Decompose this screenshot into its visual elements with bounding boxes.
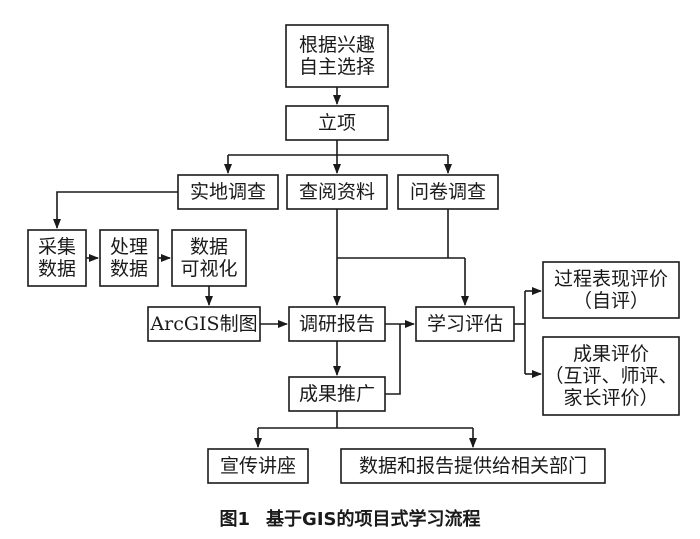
connectors — [53, 87, 542, 448]
nodes: 根据兴趣自主选择立项实地调查查阅资料问卷调查采集数据处理数据数据可视化ArcGI… — [27, 24, 680, 484]
node-box — [415, 306, 515, 342]
node-arcgis: ArcGIS制图 — [147, 306, 261, 342]
node-box — [147, 306, 261, 342]
node-share: 数据和报告提供给相关部门 — [340, 448, 606, 484]
node-label-line: 过程表现评价 — [554, 268, 668, 290]
node-label-line: 成果推广 — [299, 383, 375, 405]
node-label-line: 处理 — [110, 236, 148, 258]
node-label-line: 宣传讲座 — [220, 455, 296, 477]
node-box — [285, 24, 389, 88]
node-box — [171, 229, 247, 287]
node-procEval: 过程表现评价（自评） — [542, 261, 680, 319]
node-label-line: 数据 — [190, 236, 228, 258]
flowchart: 根据兴趣自主选择立项实地调查查阅资料问卷调查采集数据处理数据数据可视化ArcGI… — [27, 24, 680, 484]
node-box — [288, 376, 386, 412]
node-box — [288, 306, 386, 342]
node-lookup: 查阅资料 — [286, 174, 388, 210]
node-box — [397, 174, 499, 210]
node-survey: 问卷调查 — [397, 174, 499, 210]
node-label-line: 数据 — [38, 258, 76, 280]
node-label-line: 家长评价） — [563, 387, 658, 409]
node-label-line: 实地调查 — [190, 181, 266, 203]
node-label-line: 采集 — [38, 236, 76, 258]
node-label-line: 调研报告 — [299, 313, 375, 335]
node-box — [340, 448, 606, 484]
node-label-line: 自主选择 — [299, 56, 375, 78]
node-resultEval: 成果评价（互评、师评、家长评价） — [542, 336, 680, 416]
node-label-line: 查阅资料 — [299, 181, 375, 203]
node-box — [99, 229, 159, 287]
node-box — [177, 174, 279, 210]
arrow-connector — [53, 191, 178, 229]
node-label-line: 数据和报告提供给相关部门 — [359, 455, 587, 477]
node-field: 实地调查 — [177, 174, 279, 210]
node-label-line: 数据 — [110, 258, 148, 280]
figure-label: 图1 — [219, 509, 251, 530]
node-label-line: 学习评估 — [427, 313, 503, 335]
node-label-line: 成果评价 — [573, 343, 649, 365]
figure-title: 基于GIS的项目式学习流程 — [266, 509, 481, 530]
node-box — [286, 174, 388, 210]
node-promote: 成果推广 — [288, 376, 386, 412]
node-box — [542, 336, 680, 416]
node-label-line: ArcGIS制图 — [149, 313, 257, 335]
node-box — [542, 261, 680, 319]
node-lecture: 宣传讲座 — [207, 448, 309, 484]
node-box — [207, 448, 309, 484]
node-label-line: 立项 — [318, 112, 356, 134]
node-label-line: （自评） — [573, 290, 649, 312]
node-project: 立项 — [285, 105, 389, 141]
line-connector — [385, 324, 401, 395]
node-report: 调研报告 — [288, 306, 386, 342]
node-box — [285, 105, 389, 141]
node-evaluate: 学习评估 — [415, 306, 515, 342]
node-label-line: 问卷调查 — [410, 181, 486, 203]
node-label-line: 可视化 — [180, 258, 237, 280]
figure-caption: 图1 基于GIS的项目式学习流程 — [0, 505, 700, 531]
node-box — [27, 229, 87, 287]
node-label-line: （互评、师评、 — [544, 365, 677, 387]
node-label-line: 根据兴趣 — [299, 34, 375, 56]
